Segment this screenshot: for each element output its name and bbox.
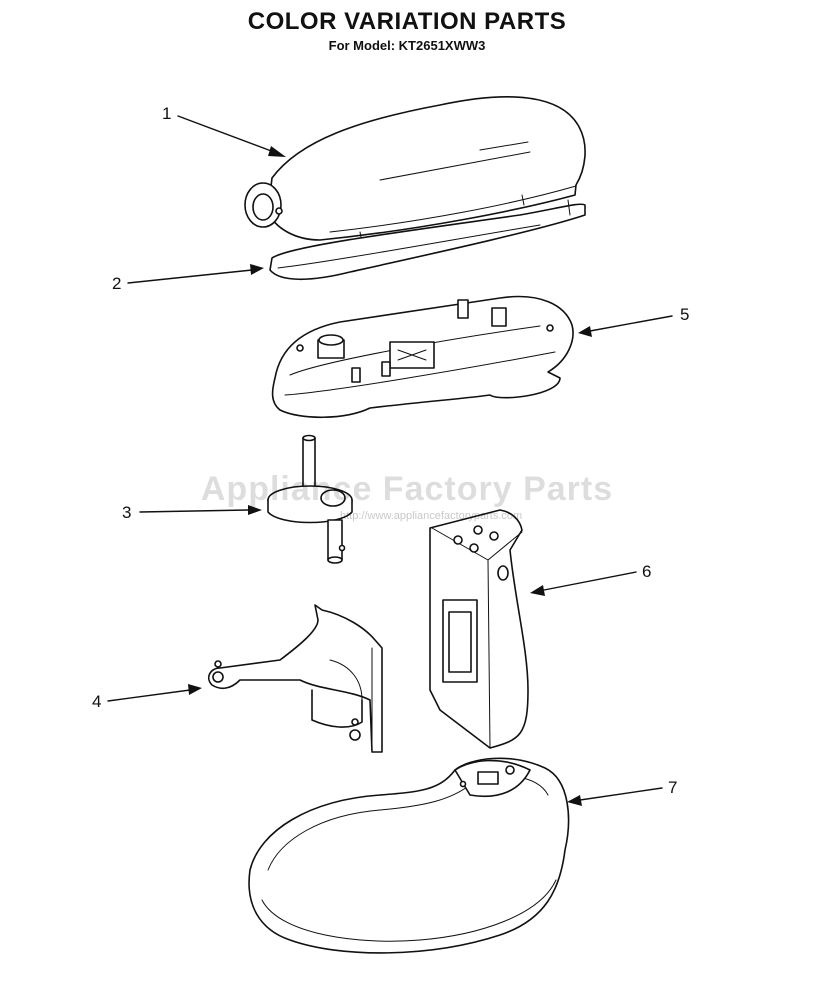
model-subtitle: For Model: KT2651XWW3 [328, 38, 486, 53]
part-2-trim-band[interactable] [269, 199, 586, 281]
callout-3: 3 [122, 503, 132, 522]
callout-6: 6 [642, 562, 652, 581]
watermark-text: Appliance Factory Parts [200, 470, 614, 508]
callout-arrow-1 [177, 115, 286, 157]
callout-2: 2 [112, 274, 122, 293]
watermark-url: http://www.appliancefactoryparts.com [340, 510, 523, 522]
part-6-pedestal-column[interactable] [429, 509, 529, 749]
callout-4: 4 [92, 692, 102, 711]
part-4-hinge-support[interactable] [208, 604, 383, 753]
part-3-planetary-unit[interactable] [267, 434, 353, 564]
page-title: COLOR VARIATION PARTS [247, 8, 567, 35]
callout-arrow-4 [107, 684, 202, 702]
callout-arrow-3 [139, 505, 262, 515]
callout-1: 1 [162, 104, 172, 123]
callout-arrow-2 [127, 264, 264, 284]
callout-7: 7 [668, 778, 678, 797]
callout-5: 5 [680, 305, 690, 324]
part-5-gear-housing[interactable] [271, 295, 574, 419]
callout-arrow-6 [530, 571, 637, 596]
callout-arrow-5 [578, 315, 673, 337]
callout-arrow-7 [567, 787, 663, 806]
part-7-base[interactable] [248, 757, 570, 954]
part-1-housing-cover[interactable] [244, 96, 586, 243]
